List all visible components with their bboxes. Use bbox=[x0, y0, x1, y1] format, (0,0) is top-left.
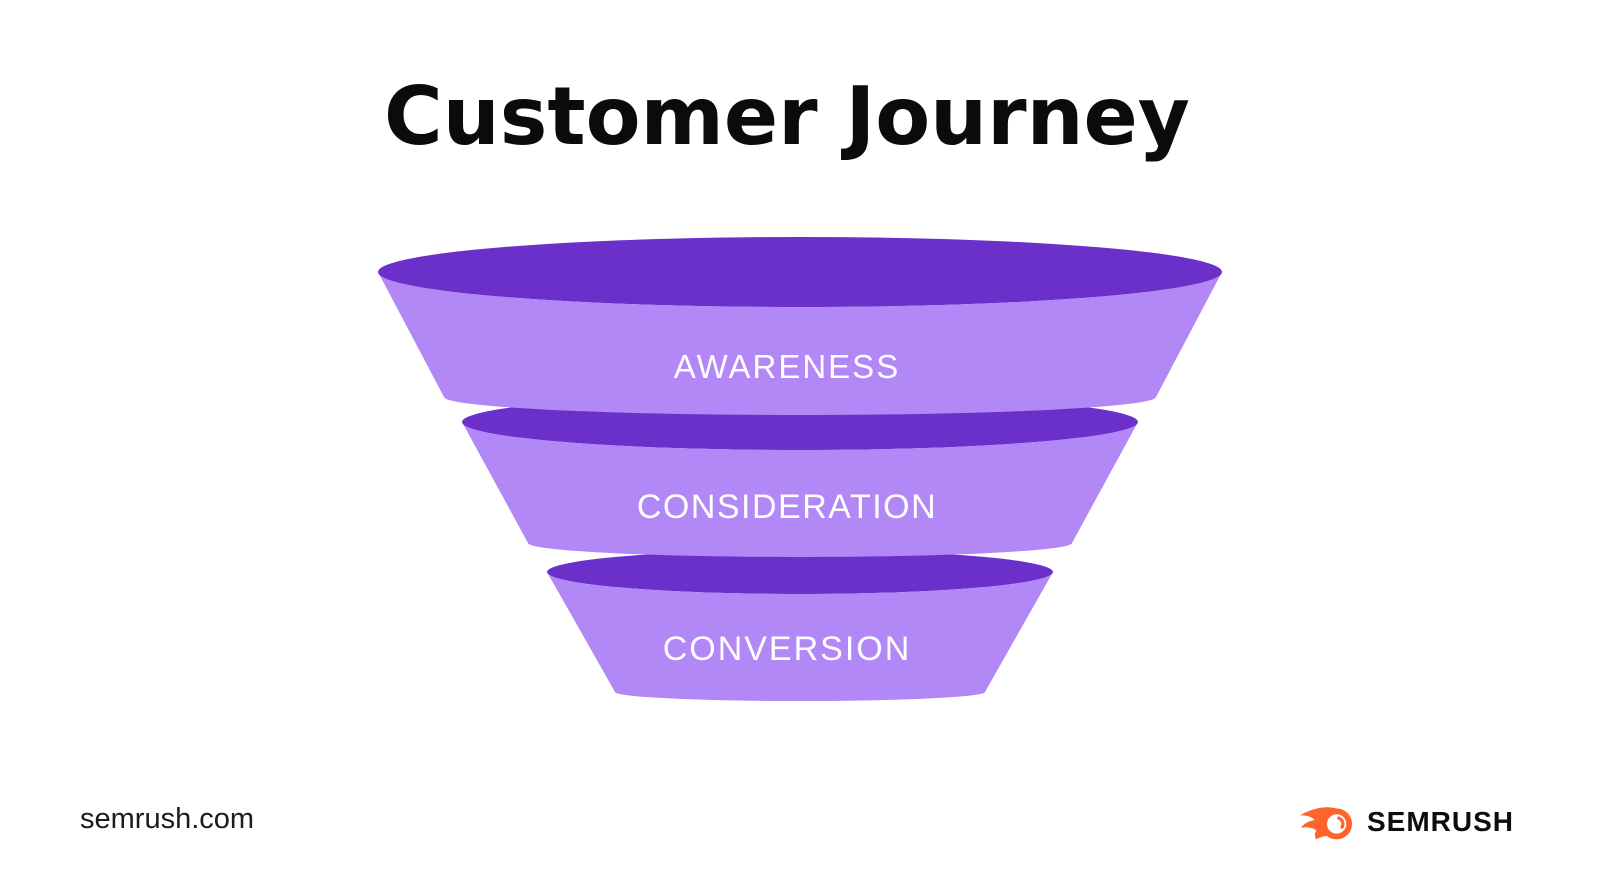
flame-icon-arc bbox=[1337, 816, 1345, 829]
stage-body bbox=[547, 572, 1053, 701]
stage-body bbox=[378, 272, 1222, 415]
stage-top-ellipse bbox=[378, 237, 1222, 307]
stage-top-ellipse bbox=[547, 550, 1053, 594]
funnel-stage-conversion: CONVERSION bbox=[547, 550, 1053, 701]
page-title: Customer Journey bbox=[384, 70, 1190, 163]
semrush-flame-icon bbox=[1299, 807, 1353, 840]
semrush-wordmark: SEMRUSH bbox=[1366, 806, 1514, 837]
stage-label: CONVERSION bbox=[663, 630, 912, 668]
website-url: semrush.com bbox=[80, 803, 255, 835]
semrush-logo: SEMRUSH bbox=[1298, 798, 1514, 846]
funnel-stage-awareness: AWARENESS bbox=[378, 237, 1222, 415]
stage-label: CONSIDERATION bbox=[637, 488, 937, 526]
stage-label: AWARENESS bbox=[674, 348, 900, 385]
stage-body bbox=[462, 422, 1138, 557]
funnel-stage-consideration: CONSIDERATION bbox=[462, 394, 1138, 557]
